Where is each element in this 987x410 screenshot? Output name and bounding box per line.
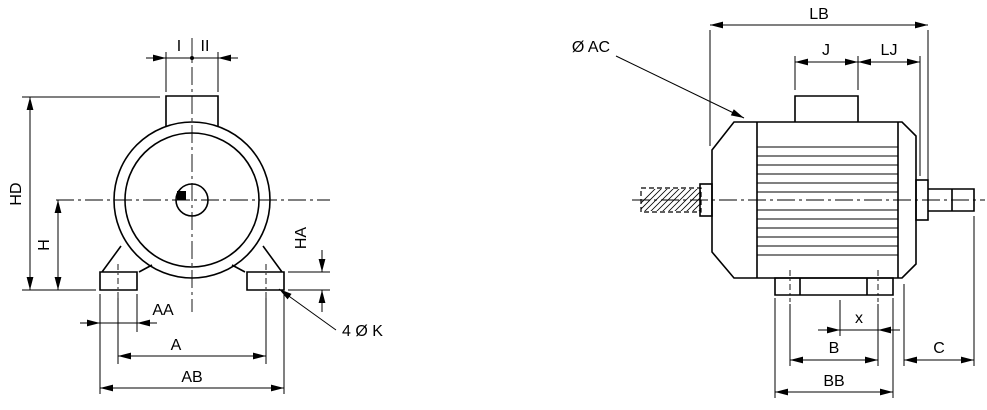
dim-label-b: B (829, 340, 840, 357)
front-view: I II HD H HA AA A AB 4 Ø K (8, 38, 383, 394)
side-dimensions: LB Ø AC J LJ x B C BB (572, 6, 975, 398)
keyway (177, 191, 186, 200)
side-centerlines (632, 199, 985, 302)
terminal-box-side (794, 95, 859, 122)
dim-label-ac: Ø AC (572, 39, 610, 56)
dim-label-h: H (36, 239, 53, 251)
motor-body-outline (711, 121, 917, 279)
dim-label-bb: BB (823, 373, 844, 390)
left-foot (99, 245, 153, 291)
dim-label-j: J (822, 42, 830, 59)
leader-4k (278, 288, 337, 331)
dim-label-a: A (171, 337, 182, 354)
dim-i-ii-center-tick (190, 56, 194, 60)
dim-label-aa: AA (152, 302, 174, 319)
right-foot (231, 245, 285, 291)
front-centerlines (56, 38, 330, 312)
dim-label-x: x (855, 310, 863, 327)
dim-label-ab: AB (181, 369, 202, 386)
side-view: LB Ø AC J LJ x B C BB (572, 6, 985, 398)
side-motor-geometry (640, 95, 975, 296)
side-extension-lines (709, 30, 975, 398)
dim-label-lj: LJ (881, 42, 898, 59)
front-extension-lines (22, 52, 330, 394)
foot-bolt-centerlines-front (117, 264, 267, 298)
dim-label-lb: LB (809, 6, 829, 23)
leader-ac (615, 55, 745, 119)
foot-bolt-centerlines-side (789, 270, 879, 302)
dim-label-ha: HA (293, 227, 310, 250)
dim-label-c: C (933, 340, 945, 357)
dim-label-ii: II (201, 38, 210, 55)
dim-label-4k: 4 Ø K (342, 323, 383, 340)
front-dimensions: I II HD H HA AA A AB 4 Ø K (8, 38, 383, 394)
dim-label-i: I (177, 38, 181, 55)
feet-side (774, 277, 894, 296)
dim-label-hd: HD (8, 182, 25, 205)
cooling-fins (757, 146, 898, 256)
